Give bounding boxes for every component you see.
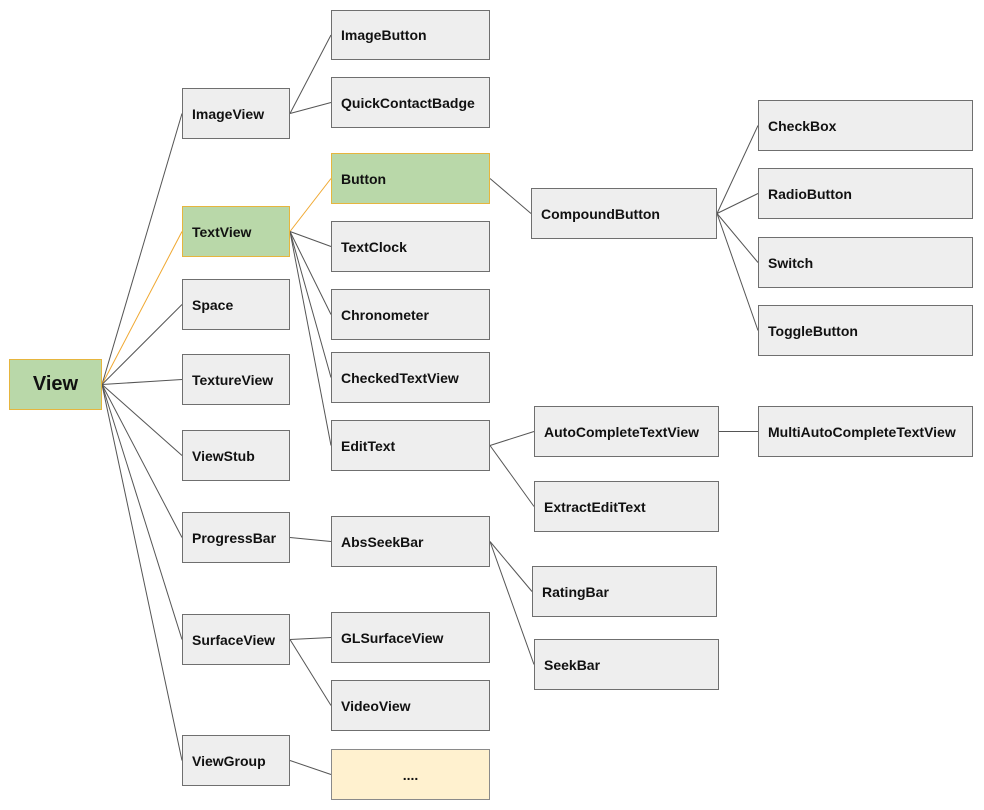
edge-view-to-textureview (101, 379, 183, 385)
node-multiautocompletetextview: MultiAutoCompleteTextView (758, 406, 973, 457)
node-edittext: EditText (331, 420, 490, 471)
edge-imageview-to-imagebutton (289, 34, 332, 114)
node-viewstub: ViewStub (182, 430, 290, 481)
edge-absseekbar-to-ratingbar (489, 541, 533, 592)
edge-surfaceview-to-videoview (289, 639, 332, 706)
edge-textview-to-chronometer (289, 231, 332, 315)
node-switch: Switch (758, 237, 973, 288)
node-radiobutton: RadioButton (758, 168, 973, 219)
node-videoview: VideoView (331, 680, 490, 731)
node-togglebutton: ToggleButton (758, 305, 973, 356)
edge-view-to-imageview (101, 113, 183, 385)
node-compoundbutton: CompoundButton (531, 188, 717, 239)
edge-view-to-viewgroup (101, 384, 183, 761)
edge-textview-to-textclock (289, 231, 332, 247)
edge-imageview-to-quickcontactbadge (289, 102, 332, 114)
node-glsurfaceview: GLSurfaceView (331, 612, 490, 663)
node-checkbox: CheckBox (758, 100, 973, 151)
node-imageview: ImageView (182, 88, 290, 139)
node-surfaceview: SurfaceView (182, 614, 290, 665)
edge-textview-to-edittext (289, 231, 332, 446)
edge-button-to-compoundbutton (489, 178, 532, 214)
edge-view-to-textview (101, 231, 183, 385)
node-textclock: TextClock (331, 221, 490, 272)
node-autocompletetextview: AutoCompleteTextView (534, 406, 719, 457)
edge-viewgroup-to-more-placeholder (289, 760, 332, 775)
edge-edittext-to-autocompletetextview (489, 431, 535, 446)
node-seekbar: SeekBar (534, 639, 719, 690)
node-textureview: TextureView (182, 354, 290, 405)
edge-view-to-progressbar (101, 384, 183, 538)
node-extractedittext: ExtractEditText (534, 481, 719, 532)
edge-view-to-space (101, 304, 183, 385)
node-viewgroup: ViewGroup (182, 735, 290, 786)
edge-progressbar-to-absseekbar (289, 537, 332, 542)
edge-surfaceview-to-glsurfaceview (289, 637, 332, 640)
node-absseekbar: AbsSeekBar (331, 516, 490, 567)
node-textview: TextView (182, 206, 290, 257)
edge-textview-to-button (289, 178, 332, 232)
edge-view-to-surfaceview (101, 384, 183, 640)
edge-compoundbutton-to-checkbox (716, 125, 759, 214)
node-view: View (9, 359, 102, 410)
node-progressbar: ProgressBar (182, 512, 290, 563)
edge-edittext-to-extractedittext (489, 445, 535, 507)
node-chronometer: Chronometer (331, 289, 490, 340)
node-ratingbar: RatingBar (532, 566, 717, 617)
edge-compoundbutton-to-togglebutton (716, 213, 759, 331)
edge-compoundbutton-to-switch (716, 213, 759, 263)
edge-absseekbar-to-seekbar (489, 541, 535, 665)
node-space: Space (182, 279, 290, 330)
node-more-placeholder: .... (331, 749, 490, 800)
edge-textview-to-checkedtextview (289, 231, 332, 378)
node-checkedtextview: CheckedTextView (331, 352, 490, 403)
node-button: Button (331, 153, 490, 204)
edge-view-to-viewstub (101, 384, 183, 456)
node-quickcontactbadge: QuickContactBadge (331, 77, 490, 128)
node-imagebutton: ImageButton (331, 10, 490, 60)
edge-compoundbutton-to-radiobutton (716, 193, 759, 214)
